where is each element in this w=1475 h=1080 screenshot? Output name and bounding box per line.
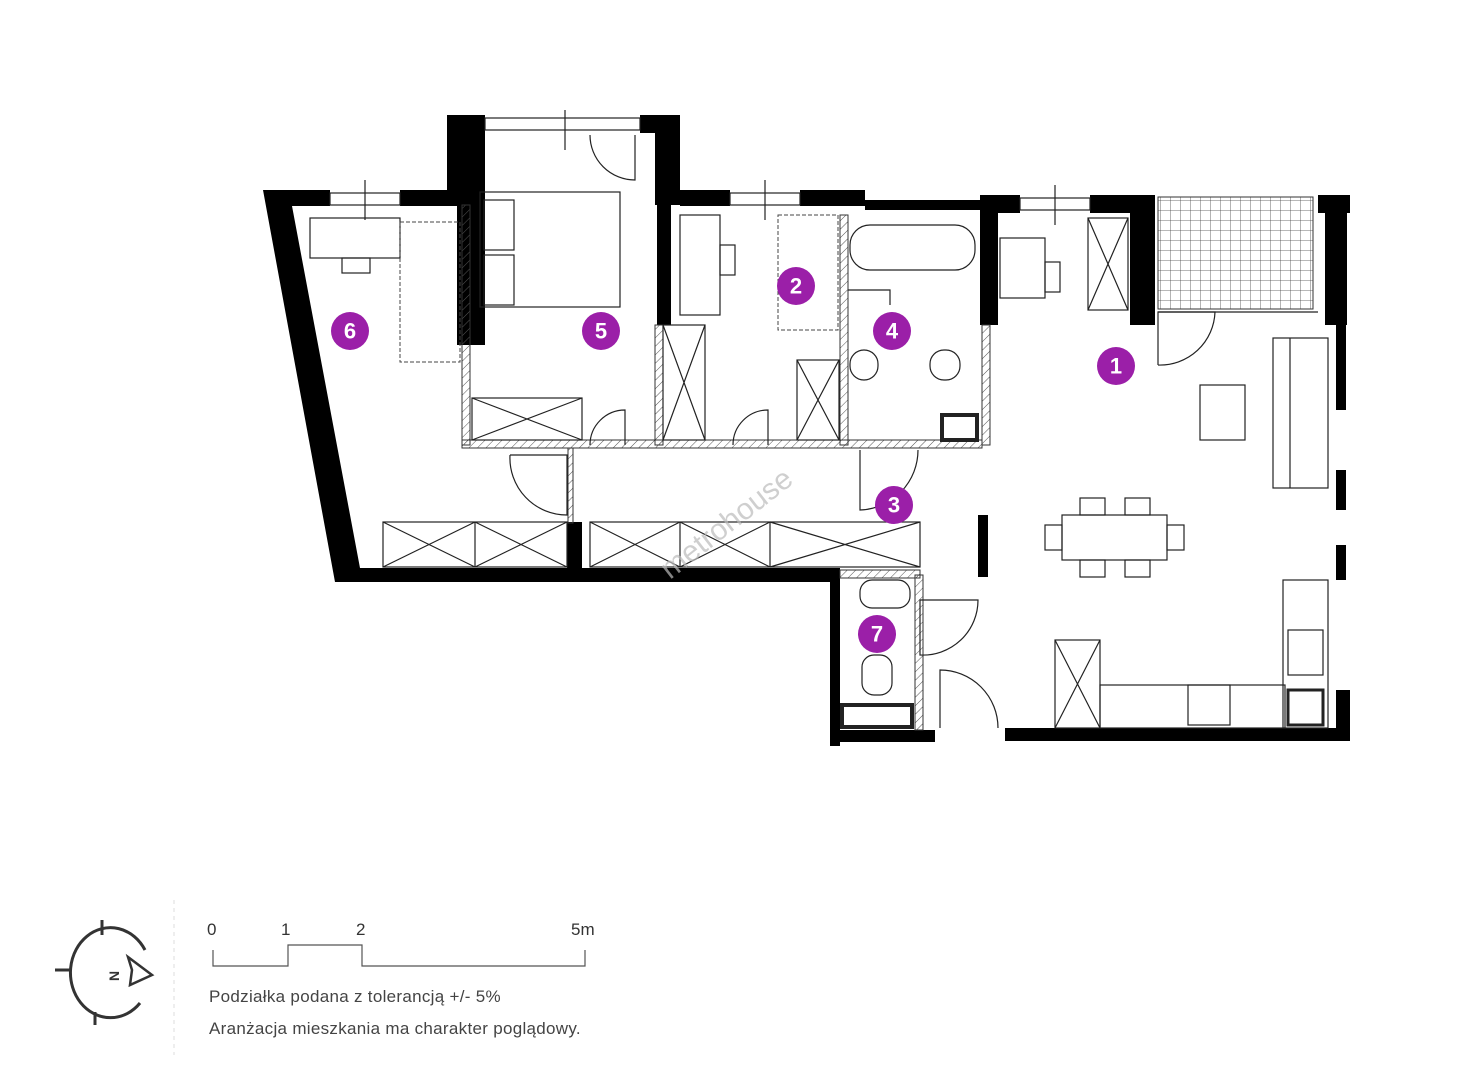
scale-tick-1: 1 (281, 920, 290, 939)
room-badge-2: 2 (777, 267, 815, 305)
scale-bar: 0 1 2 5m (207, 920, 595, 967)
wardrobes (382, 217, 1129, 729)
room-badge-3: 3 (875, 486, 913, 524)
scale-tick-5: 5m (571, 920, 595, 939)
svg-text:3: 3 (888, 493, 900, 518)
scale-tick-0: 0 (207, 920, 216, 939)
svg-text:N: N (106, 971, 122, 981)
svg-text:6: 6 (344, 319, 356, 344)
svg-text:5: 5 (595, 319, 607, 344)
scale-tick-2: 2 (356, 920, 365, 939)
tolerance-note: Podziałka podana z tolerancją +/- 5% (209, 987, 501, 1006)
room-badge-6: 6 (331, 312, 369, 350)
furniture (309, 191, 1329, 729)
balcony (1157, 196, 1314, 310)
svg-text:2: 2 (790, 274, 802, 299)
room-badge-4: 4 (873, 312, 911, 350)
room-badge-1: 1 (1097, 347, 1135, 385)
disclaimer-note: Aranżacja mieszkania ma charakter pogląd… (209, 1019, 581, 1038)
svg-text:1: 1 (1110, 354, 1122, 379)
interior-walls (461, 204, 991, 731)
compass-icon: N (55, 920, 155, 1025)
svg-text:4: 4 (886, 319, 899, 344)
room-badge-7: 7 (858, 615, 896, 653)
svg-text:7: 7 (871, 622, 883, 647)
exterior-walls (263, 115, 1350, 746)
room-badge-5: 5 (582, 312, 620, 350)
windows (329, 110, 1091, 225)
